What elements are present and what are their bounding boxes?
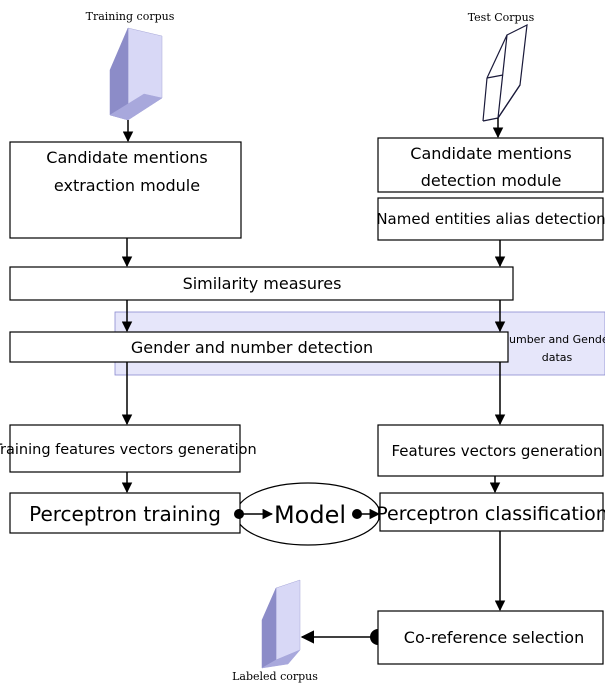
similarity-measures-label: Similarity measures — [183, 274, 342, 293]
labeled-corpus-label: Labeled corpus — [232, 670, 318, 683]
gender-number-detection-label: Gender and number detection — [131, 338, 373, 357]
perceptron-training-box — [9, 492, 241, 534]
perceptron-training-label: Perceptron training — [29, 502, 221, 526]
gender-number-detection-box — [9, 331, 509, 363]
candidate-detection-label-line1: Candidate mentions — [410, 144, 571, 163]
number-gender-data-label-line1: Number and Gender — [501, 333, 605, 346]
features-vectors-box — [377, 424, 604, 477]
candidate-detection-label-line2: detection module — [421, 171, 562, 190]
coreference-selection-label: Co-reference selection — [404, 628, 584, 647]
similarity-measures-box — [9, 266, 514, 301]
test-corpus-label: Test Corpus — [468, 11, 535, 24]
training-corpus-icon — [109, 27, 163, 121]
labeled-corpus-icon — [261, 579, 301, 669]
training-corpus-label: Training corpus — [86, 10, 175, 23]
perceptron-classification-box — [379, 492, 604, 532]
candidate-detection-box — [377, 137, 604, 193]
training-features-label: Training features vectors generation — [0, 442, 257, 458]
named-entities-alias-box — [377, 197, 604, 241]
number-gender-data-label-line2: datas — [542, 351, 573, 364]
candidate-extraction-label-line2: extraction module — [54, 176, 200, 195]
candidate-extraction-box — [9, 141, 242, 239]
candidate-extraction-label-line1: Candidate mentions — [46, 148, 207, 167]
model-label: Model — [274, 501, 346, 529]
test-corpus-icon — [482, 23, 528, 122]
perceptron-classification-label: Perceptron classification — [376, 503, 605, 525]
coreference-selection-box — [377, 610, 604, 665]
training-features-box — [9, 424, 241, 473]
features-vectors-label: Features vectors generation — [391, 442, 602, 460]
named-entities-alias-label: Named entities alias detection — [376, 210, 605, 228]
